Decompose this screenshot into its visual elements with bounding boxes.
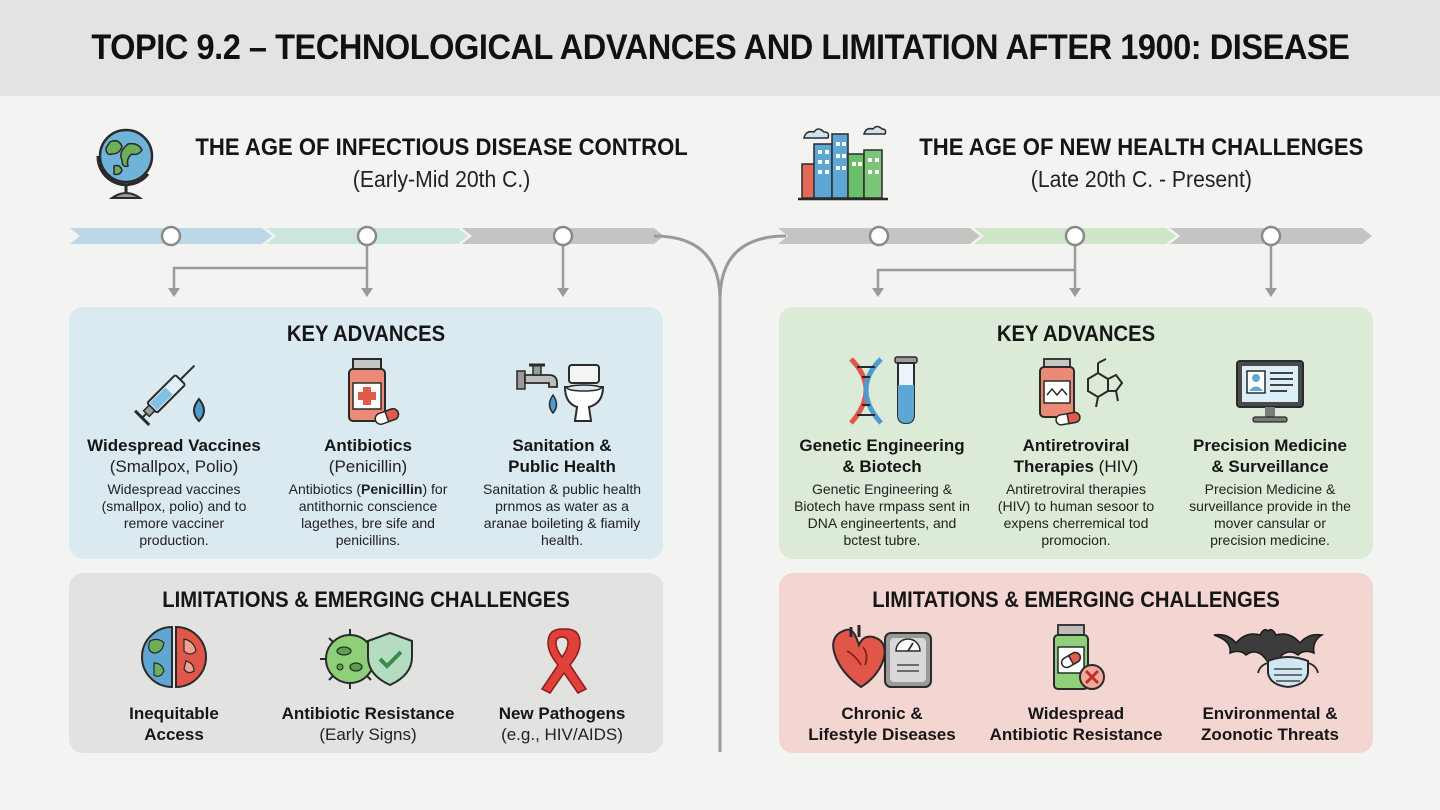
left-limitations-title: LIMITATIONS & EMERGING CHALLENGES	[162, 587, 570, 612]
timeline-node	[356, 225, 378, 247]
limitation-name: Environmental &	[1202, 704, 1338, 723]
medicine-bottle-icon	[348, 358, 400, 426]
advance-description-prefix: Antibiotics (	[288, 481, 361, 497]
advance-name: Genetic Engineering	[799, 436, 965, 455]
advance-name: Antiretroviral	[1022, 436, 1130, 455]
pill-bottle-molecule-icon	[1039, 358, 1124, 426]
red-ribbon-icon	[540, 628, 588, 694]
advance-name-line2-main: Therapies	[1013, 457, 1094, 476]
limitation-antibiotic-resistance-widespread: Widespread Antibiotic Resistance	[979, 621, 1173, 745]
advance-sanitation: Sanitation & Public Health Sanitation & …	[465, 351, 659, 549]
advance-subtitle: (Smallpox, Polio)	[109, 457, 239, 476]
limitation-name-line2: Zoonotic Threats	[1201, 725, 1339, 744]
bacteria-shield-icon	[320, 629, 413, 689]
timeline-node	[1260, 225, 1282, 247]
advance-name-line2-suffix: (HIV)	[1093, 457, 1139, 476]
advance-name-line2: & Biotech	[842, 457, 922, 476]
left-era-header: THE AGE OF INFECTIOUS DISEASE CONTROL (E…	[92, 124, 709, 202]
limitation-name: New Pathogens	[498, 704, 626, 723]
syringe-icon	[133, 364, 205, 427]
faucet-toilet-icon	[516, 363, 605, 422]
timeline-node	[868, 225, 890, 247]
limitation-name-line2: Access	[144, 725, 204, 744]
right-era-title: THE AGE OF NEW HEALTH CHALLENGES	[919, 133, 1364, 161]
advance-genetic-engineering: Genetic Engineering & Biotech Genetic En…	[785, 351, 979, 549]
limitation-environmental-threats: Environmental & Zoonotic Threats	[1173, 621, 1367, 745]
dna-test-tube-icon	[849, 356, 918, 425]
limitation-name: Widespread	[1027, 704, 1125, 723]
left-advances-title: KEY ADVANCES	[286, 321, 446, 346]
limitation-subtitle: (Early Signs)	[319, 725, 417, 744]
limitation-name: Antibiotic Resistance	[281, 704, 455, 723]
advance-description: Genetic Engineering & Biotech have rmpas…	[794, 481, 970, 548]
right-limitations-panel: LIMITATIONS & EMERGING CHALLENGES Chroni…	[779, 573, 1373, 753]
advance-subtitle: (Penicillin)	[328, 457, 408, 476]
right-advances-title: KEY ADVANCES	[996, 321, 1156, 346]
left-era-title: THE AGE OF INFECTIOUS DISEASE CONTROL	[195, 133, 688, 161]
advance-description: Antiretroviral therapies (HIV) to human …	[997, 481, 1155, 548]
advance-name: Widespread Vaccines	[87, 436, 261, 455]
advance-name-line2: & Surveillance	[1211, 457, 1329, 476]
advance-description: Antibiotics (Penicillin) for antithornic…	[271, 481, 465, 549]
advance-name: Antibiotics	[324, 436, 412, 455]
advance-description-suffix: ) for antithornic conscience lagethes, b…	[298, 481, 448, 548]
limitation-name: Inequitable	[129, 704, 219, 723]
city-skyline-icon	[798, 125, 888, 201]
advance-description: Widespread vaccines (smallpox, polio) an…	[101, 481, 247, 548]
advance-precision-medicine: Precision Medicine & Surveillance Precis…	[1173, 351, 1367, 549]
page-title: TOPIC 9.2 – TECHNOLOGICAL ADVANCES AND L…	[90, 28, 1349, 67]
globe-icon	[96, 128, 154, 199]
advance-name: Sanitation &	[512, 436, 612, 455]
left-limitations-panel: LIMITATIONS & EMERGING CHALLENGES Inequi…	[69, 573, 663, 753]
heart-scale-icon	[832, 625, 932, 689]
advance-description: Sanitation & public health prnmos as wat…	[483, 481, 641, 548]
limitation-chronic-diseases: Chronic & Lifestyle Diseases	[785, 621, 979, 745]
advance-vaccines: Widespread Vaccines (Smallpox, Polio) Wi…	[77, 351, 271, 549]
split-globe-icon	[141, 625, 207, 689]
limitation-name-line2: Antibiotic Resistance	[989, 725, 1163, 744]
limitation-name: Chronic &	[841, 704, 923, 723]
title-bar: TOPIC 9.2 – TECHNOLOGICAL ADVANCES AND L…	[0, 0, 1440, 96]
right-advances-panel: KEY ADVANCES Genetic Engineering & Biote…	[779, 307, 1373, 559]
advance-description: Precision Medicine & surveillance provid…	[1189, 481, 1351, 548]
limitation-subtitle: (e.g., HIV/AIDS)	[501, 725, 623, 744]
limitation-new-pathogens: New Pathogens (e.g., HIV/AIDS)	[465, 621, 659, 745]
advance-antibiotics: Antibiotics (Penicillin) Antibiotics (Pe…	[271, 351, 465, 549]
right-era-header: THE AGE OF NEW HEALTH CHALLENGES (Late 2…	[798, 124, 1383, 202]
right-era-subtitle: (Late 20th C. - Present)	[1030, 165, 1252, 192]
advance-name: Precision Medicine	[1193, 436, 1347, 455]
monitor-profile-icon	[1236, 360, 1304, 423]
timeline-node	[160, 225, 182, 247]
right-limitations-title: LIMITATIONS & EMERGING CHALLENGES	[872, 587, 1280, 612]
limitation-antibiotic-resistance-early: Antibiotic Resistance (Early Signs)	[271, 621, 465, 745]
timeline-node	[1064, 225, 1086, 247]
center-divider	[653, 234, 722, 752]
advance-name-line2: Therapies (HIV)	[979, 456, 1173, 477]
bat-mask-icon	[1213, 628, 1325, 689]
left-advances-panel: KEY ADVANCES Widespread Vaccines (Smallp…	[69, 307, 663, 559]
left-era-subtitle: (Early-Mid 20th C.)	[352, 165, 531, 192]
advance-description-bold: Penicillin	[361, 481, 423, 497]
advance-name-line2: Public Health	[508, 457, 616, 476]
advance-antiretroviral: Antiretroviral Therapies (HIV) Antiretro…	[979, 351, 1173, 549]
pill-bottle-x-icon	[1053, 624, 1105, 690]
limitation-inequitable-access: Inequitable Access	[77, 621, 271, 745]
limitation-name-line2: Lifestyle Diseases	[808, 725, 956, 744]
timeline-node	[552, 225, 574, 247]
